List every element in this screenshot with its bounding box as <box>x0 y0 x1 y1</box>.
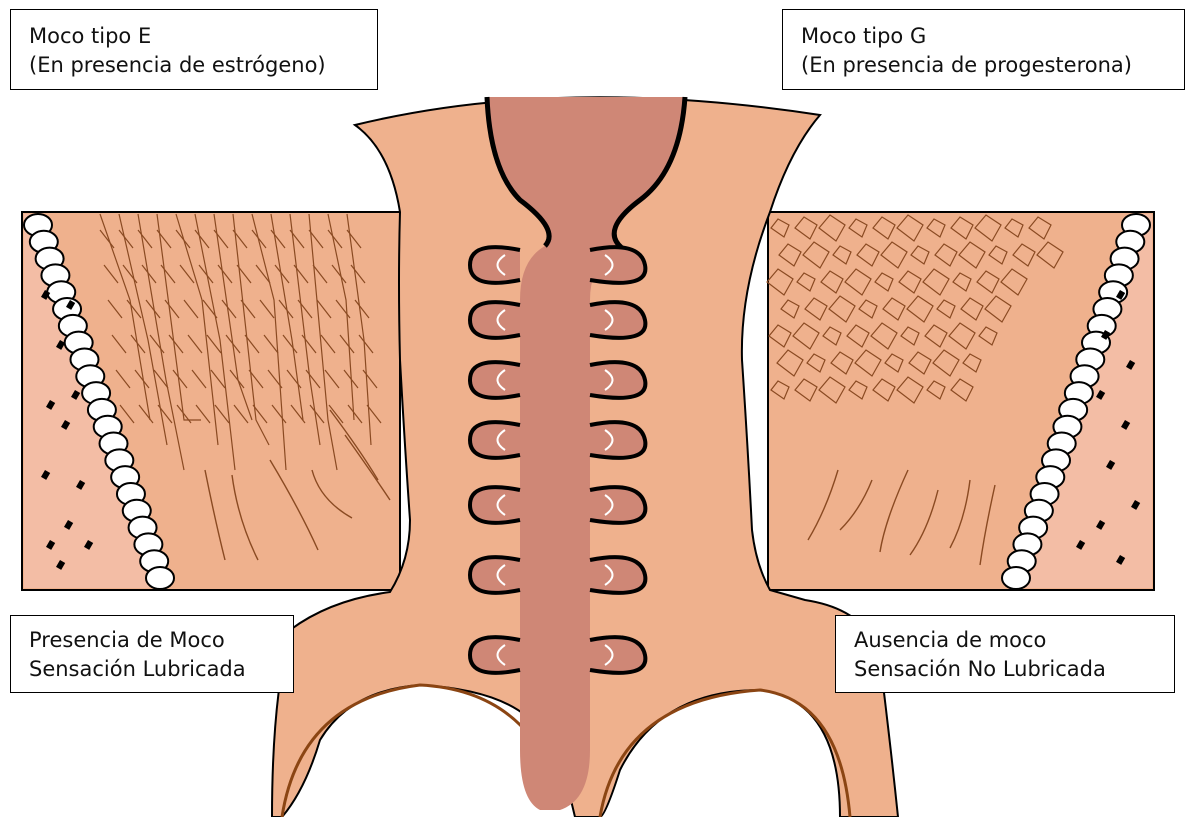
crypt <box>470 422 520 458</box>
label-line: Sensación No Lubricada <box>854 655 1164 684</box>
crypt <box>590 422 645 458</box>
epithelial-cell <box>1002 567 1030 589</box>
crypt <box>590 362 645 398</box>
label-line: Presencia de Moco <box>29 626 283 655</box>
crypt <box>470 637 520 673</box>
label-line: (En presencia de progesterona) <box>801 51 1174 80</box>
crypt <box>470 247 520 283</box>
crypt <box>590 302 645 338</box>
label-mucus-present: Presencia de Moco Sensación Lubricada <box>10 615 294 693</box>
label-line: Moco tipo G <box>801 22 1174 51</box>
label-line: Sensación Lubricada <box>29 655 283 684</box>
epithelial-cell <box>146 567 174 589</box>
crypt <box>590 557 645 593</box>
crypt <box>470 487 520 523</box>
label-mucus-absent: Ausencia de moco Sensación No Lubricada <box>835 615 1175 693</box>
label-progesterone-mucus: Moco tipo G (En presencia de progesteron… <box>782 9 1185 90</box>
label-line: (En presencia de estrógeno) <box>29 51 367 80</box>
label-line: Moco tipo E <box>29 22 367 51</box>
crypt <box>590 637 645 673</box>
crypt <box>590 247 645 283</box>
crypt <box>470 302 520 338</box>
crypt <box>470 557 520 593</box>
label-estrogen-mucus: Moco tipo E (En presencia de estrógeno) <box>10 9 378 90</box>
label-line: Ausencia de moco <box>854 626 1164 655</box>
crypt <box>470 362 520 398</box>
crypt <box>590 487 645 523</box>
